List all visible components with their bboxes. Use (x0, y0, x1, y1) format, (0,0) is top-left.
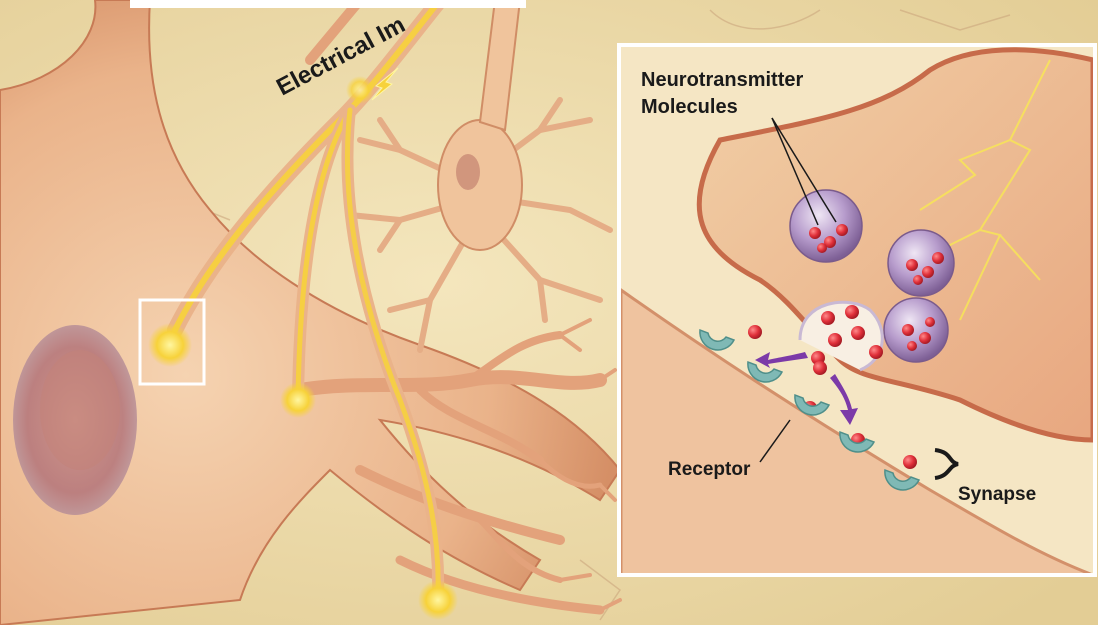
top-banner (130, 0, 526, 8)
neurotransmitter-label-line2: Molecules (641, 96, 738, 118)
neurotransmitter-label-line1: Neurotransmitter (641, 69, 803, 91)
terminal-glow (418, 580, 458, 620)
synapse-inset: Neurotransmitter Molecules Receptor Syna… (619, 45, 1095, 575)
terminal-glow (148, 323, 192, 367)
impulse-glow (346, 76, 374, 104)
vesicle (888, 230, 954, 296)
terminal-glow (280, 382, 316, 418)
vesicle (790, 190, 862, 262)
synapse-label: Synapse (958, 484, 1036, 505)
vesicle (884, 298, 948, 362)
upper-nucleus (456, 154, 480, 190)
receptor-label: Receptor (668, 459, 751, 480)
